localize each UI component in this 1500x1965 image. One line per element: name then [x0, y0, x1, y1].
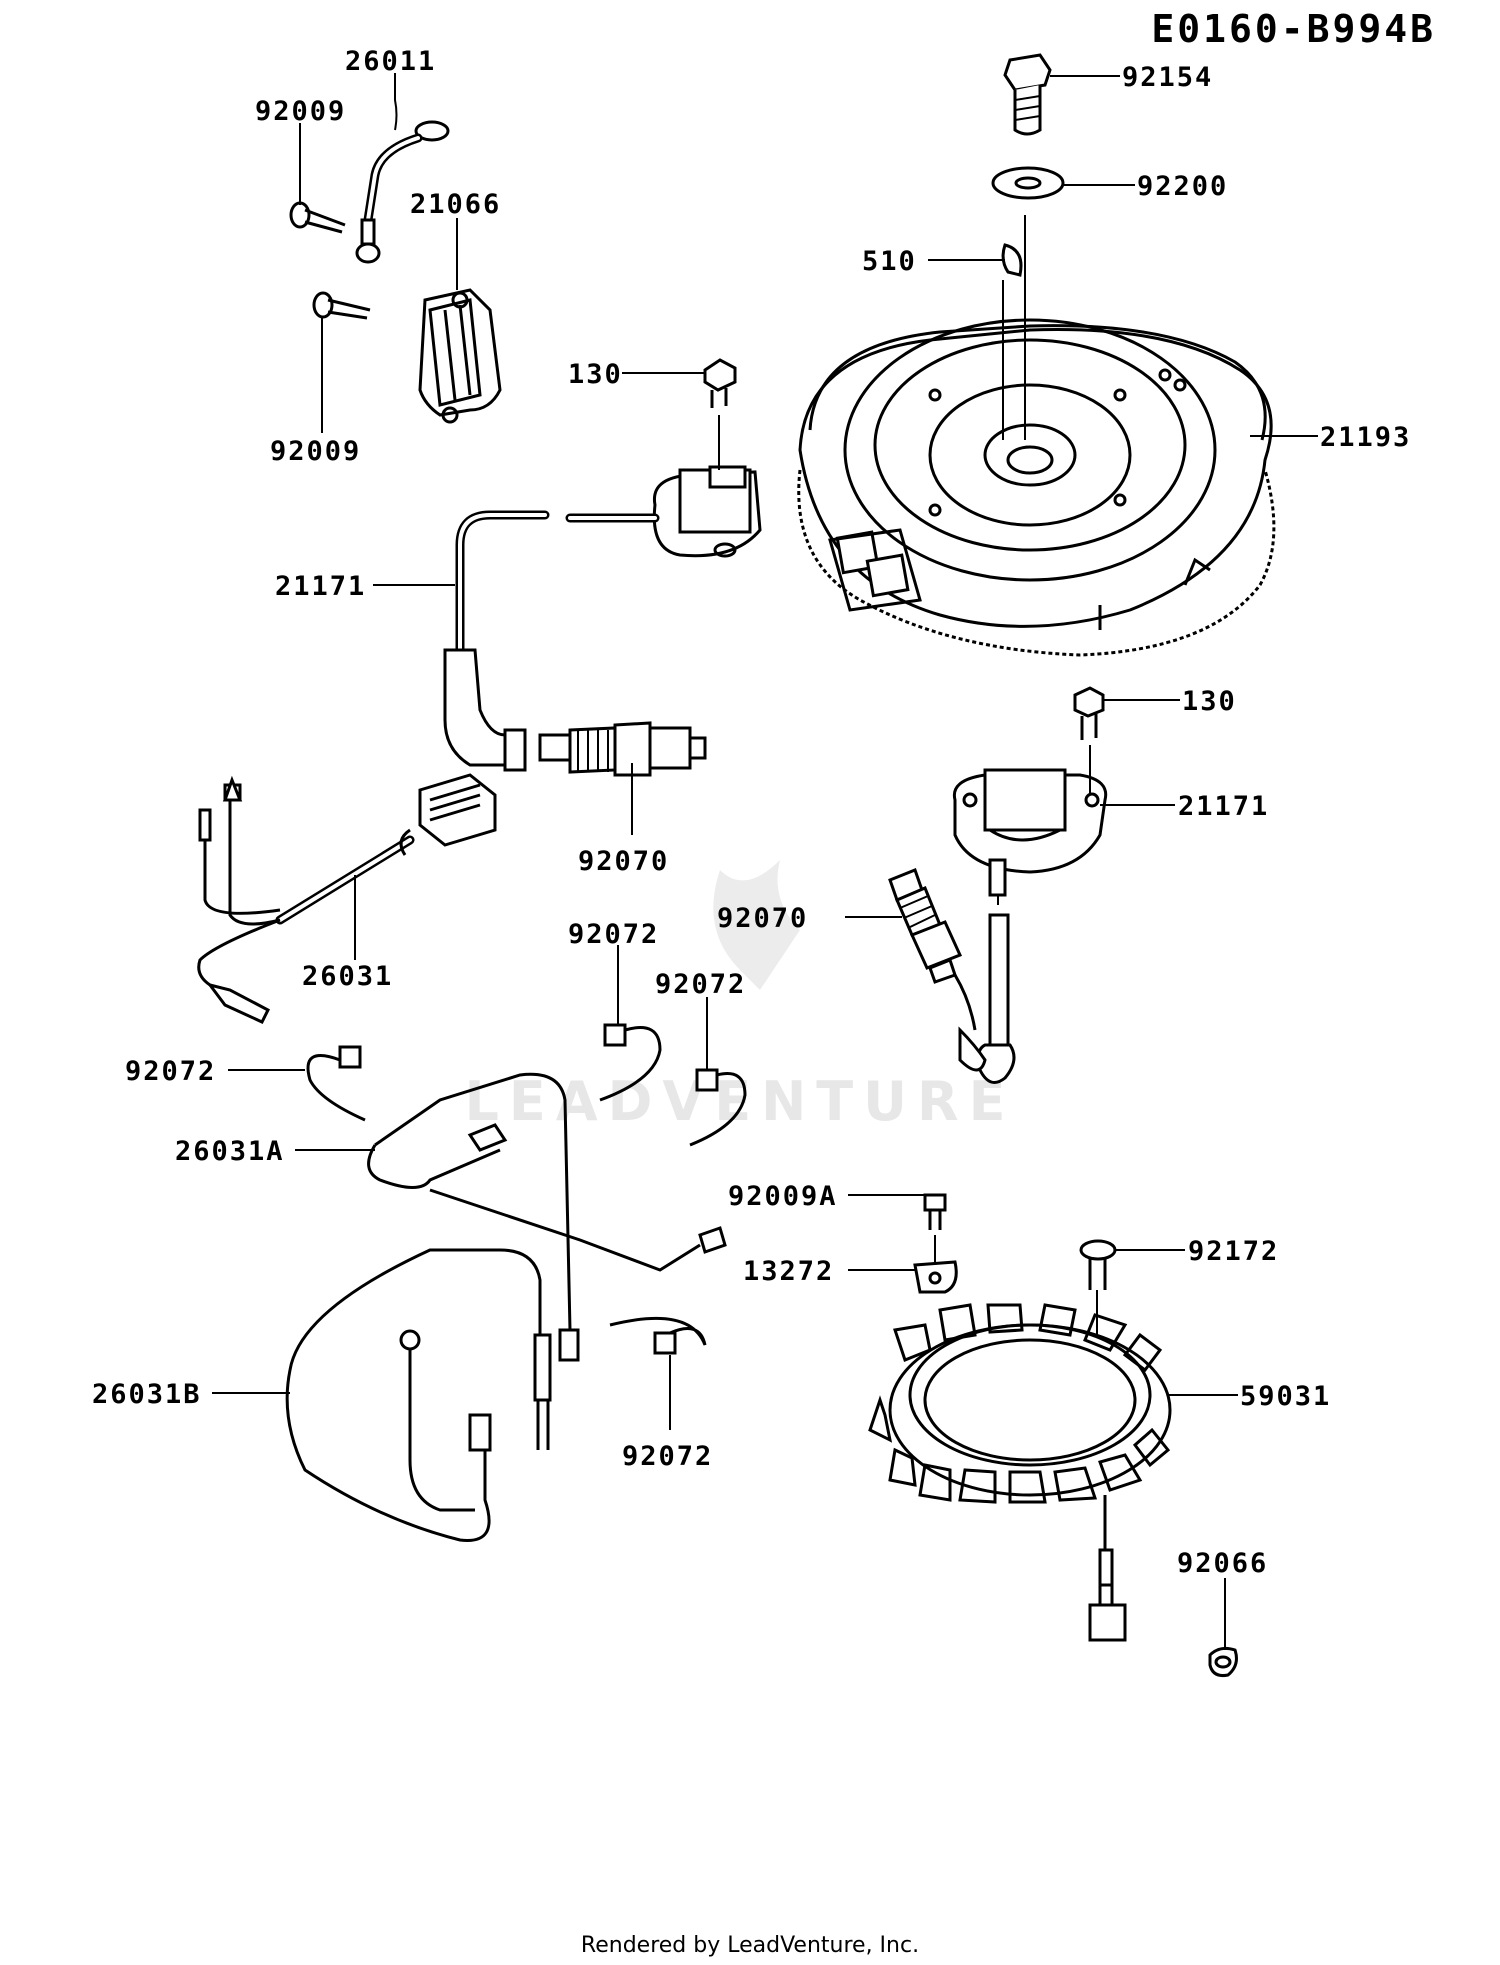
- clamp-92072-b[interactable]: [599, 1023, 662, 1102]
- label-92009-bottom[interactable]: 92009: [270, 436, 361, 467]
- ignition-coil-21171-right[interactable]: [952, 686, 1108, 905]
- screw-92172[interactable]: [1079, 1239, 1117, 1340]
- label-13272[interactable]: 13272: [743, 1256, 834, 1287]
- ground-lead-26011[interactable]: [355, 120, 450, 264]
- label-92066[interactable]: 92066: [1177, 1548, 1268, 1579]
- regulator-21066[interactable]: [418, 288, 502, 424]
- leader-lines: [212, 73, 1318, 1650]
- key-510[interactable]: [1001, 243, 1023, 277]
- flywheel-21193[interactable]: [797, 318, 1276, 657]
- label-26031A[interactable]: 26031A: [175, 1136, 285, 1167]
- label-92070-left[interactable]: 92070: [578, 846, 669, 877]
- label-26031[interactable]: 26031: [302, 961, 393, 992]
- label-26031B[interactable]: 26031B: [92, 1379, 202, 1410]
- harness-26031[interactable]: [197, 773, 497, 1024]
- diagram-code: E0160-B994B: [1151, 7, 1436, 51]
- label-92072-c[interactable]: 92072: [125, 1056, 216, 1087]
- label-21171-left[interactable]: 21171: [275, 571, 366, 602]
- label-92009A[interactable]: 92009A: [728, 1181, 838, 1212]
- screw-92009A[interactable]: [923, 1193, 947, 1230]
- harness-26031A[interactable]: [367, 1072, 727, 1362]
- label-130-top[interactable]: 130: [568, 359, 623, 390]
- label-92154[interactable]: 92154: [1122, 62, 1213, 93]
- bolt-92154[interactable]: [1003, 53, 1052, 136]
- label-92070-right[interactable]: 92070: [717, 903, 808, 934]
- label-92172[interactable]: 92172: [1188, 1236, 1279, 1267]
- harness-26031B[interactable]: [285, 1248, 552, 1542]
- label-92072-b[interactable]: 92072: [655, 969, 746, 1000]
- plate-13272[interactable]: [913, 1235, 958, 1294]
- spark-plug-92070-left[interactable]: [538, 721, 707, 777]
- label-92072-a[interactable]: 92072: [568, 919, 659, 950]
- footer-credit: Rendered by LeadVenture, Inc.: [581, 1933, 919, 1958]
- label-130-right[interactable]: 130: [1182, 686, 1237, 717]
- nut-92066[interactable]: [1208, 1646, 1238, 1677]
- label-92200[interactable]: 92200: [1137, 171, 1228, 202]
- clamp-92072-d[interactable]: [609, 1316, 707, 1355]
- label-59031[interactable]: 59031: [1240, 1381, 1331, 1412]
- spark-plug-92070-right[interactable]: [888, 868, 963, 984]
- clamp-92072-a[interactable]: [306, 1045, 366, 1122]
- label-21066[interactable]: 21066: [410, 189, 501, 220]
- label-21193[interactable]: 21193: [1320, 422, 1411, 453]
- label-510[interactable]: 510: [862, 246, 917, 277]
- ht-lead-right[interactable]: [953, 913, 1016, 1084]
- label-92009-top[interactable]: 92009: [255, 96, 346, 127]
- ignition-coil-21171-top[interactable]: [652, 358, 762, 558]
- screw-92009-bottom[interactable]: [312, 291, 371, 320]
- washer-92200[interactable]: [991, 166, 1065, 200]
- stator-59031[interactable]: [868, 1303, 1172, 1642]
- ht-lead-21171[interactable]: [443, 510, 660, 772]
- part-labels: 92154 92200 510 21193 130 130 21171 2117…: [92, 46, 1411, 1579]
- label-21171-right[interactable]: 21171: [1178, 791, 1269, 822]
- screw-92009-top[interactable]: [289, 201, 346, 234]
- label-26011[interactable]: 26011: [345, 46, 436, 77]
- label-92072-d[interactable]: 92072: [622, 1441, 713, 1472]
